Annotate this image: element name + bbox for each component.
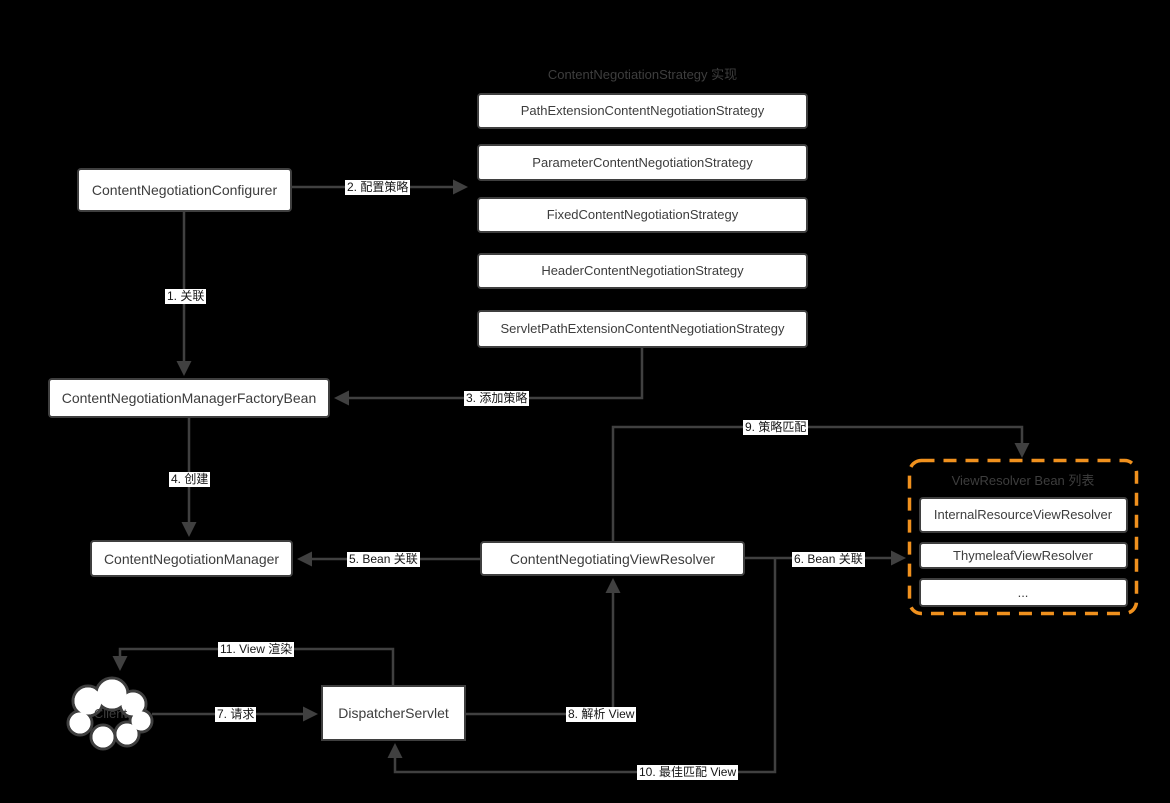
node-content-negotiation-manager: ContentNegotiationManager bbox=[90, 540, 293, 577]
node-other-view-resolvers: ... bbox=[918, 578, 1128, 607]
edge-label-4: 4. 创建 bbox=[169, 472, 211, 487]
node-path-extension-strategy: PathExtensionContentNegotiationStrategy bbox=[477, 93, 808, 129]
edge-label-7: 7. 请求 bbox=[215, 707, 257, 722]
edge-label-5: 5. Bean 关联 bbox=[347, 552, 420, 567]
node-thymeleaf-view-resolver: ThymeleafViewResolver bbox=[918, 542, 1128, 569]
viewresolver-group-title: ViewResolver Bean 列表 bbox=[951, 473, 1095, 488]
edge-label-6: 6. Bean 关联 bbox=[792, 552, 865, 567]
edge-label-1: 1. 关联 bbox=[165, 289, 207, 304]
node-fixed-strategy: FixedContentNegotiationStrategy bbox=[477, 197, 808, 233]
node-header-strategy: HeaderContentNegotiationStrategy bbox=[477, 253, 808, 289]
node-content-negotiation-manager-factory-bean: ContentNegotiationManagerFactoryBean bbox=[48, 378, 330, 418]
edge-3-strategies-to-factorybean bbox=[334, 348, 644, 406]
node-dispatcher-servlet: DispatcherServlet bbox=[321, 685, 466, 741]
edge-label-9: 9. 策略匹配 bbox=[743, 420, 809, 435]
node-internal-resource-view-resolver: InternalResourceViewResolver bbox=[918, 497, 1128, 533]
strategy-group-title: ContentNegotiationStrategy 实现 bbox=[547, 67, 738, 82]
viewresolver-group: ViewResolver Bean 列表 InternalResourceVie… bbox=[908, 459, 1138, 615]
node-client-label: Client bbox=[93, 705, 128, 721]
edge-label-3: 3. 添加策略 bbox=[464, 391, 530, 406]
edge-label-8: 8. 解析 View bbox=[566, 707, 637, 722]
edge-label-2: 2. 配置策略 bbox=[345, 180, 411, 195]
node-parameter-strategy: ParameterContentNegotiationStrategy bbox=[477, 144, 808, 181]
edge-label-10: 10. 最佳匹配 View bbox=[637, 765, 739, 780]
edge-8-dispatcher-to-cnvr bbox=[466, 578, 621, 716]
viewresolver-group-border bbox=[907, 458, 1139, 616]
edge-label-11: 11. View 渲染 bbox=[218, 642, 295, 657]
edge-9-cnvr-to-viewresolver-list-top bbox=[611, 425, 1030, 541]
client-cloud-shape bbox=[66, 676, 154, 751]
node-content-negotiation-configurer: ContentNegotiationConfigurer bbox=[77, 168, 292, 212]
edge-10-viewresolver-to-dispatcher bbox=[387, 558, 777, 774]
node-content-negotiating-view-resolver: ContentNegotiatingViewResolver bbox=[480, 541, 745, 576]
node-servlet-path-extension-strategy: ServletPathExtensionContentNegotiationSt… bbox=[477, 310, 808, 348]
